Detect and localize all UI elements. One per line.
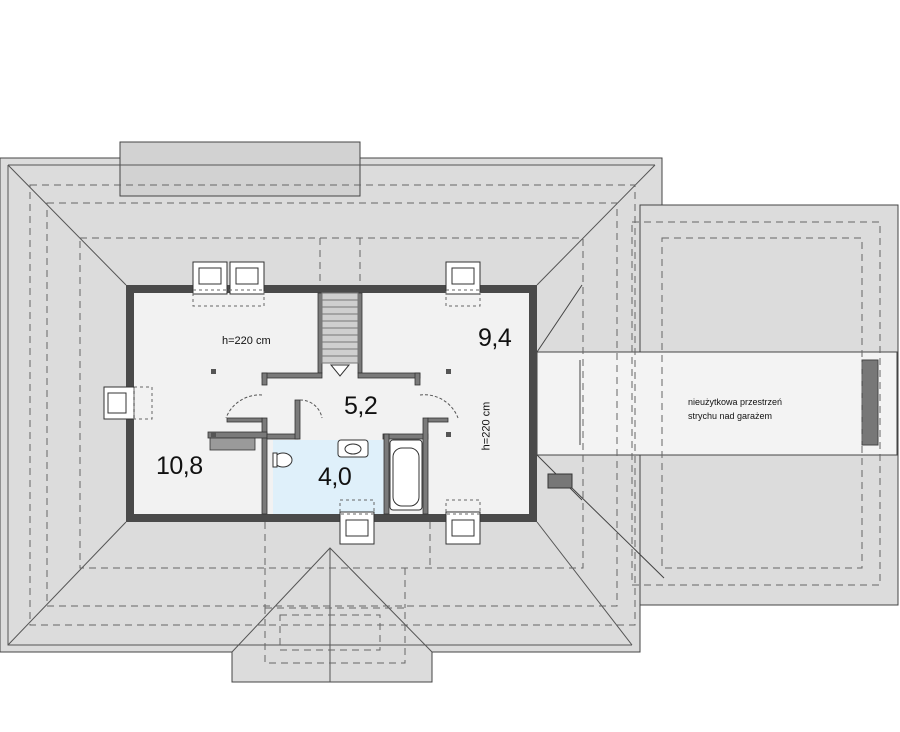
roof-window-dashes: [133, 289, 481, 515]
interior: [126, 285, 537, 522]
area-room-right: 9,4: [478, 324, 512, 352]
area-room-left: 10,8: [156, 452, 203, 480]
bathroom-fixtures: [272, 439, 423, 511]
area-hall: 5,2: [344, 392, 378, 420]
height-note-horizontal: h=220 cm: [222, 335, 271, 347]
attic-note-line2: strychu nad garażem: [688, 411, 773, 421]
column-markers: [211, 369, 451, 437]
inner-walls: [207, 292, 449, 515]
garage-vent: [547, 473, 573, 489]
garage-hip-line: [571, 487, 665, 579]
roof-windows: [103, 261, 481, 545]
attic-note-line1: nieużytkowa przestrzeń: [688, 397, 783, 407]
attic-note: nieużytkowa przestrzeń strychu nad garaż…: [688, 395, 782, 423]
height-note-vertical: h=220 cm: [480, 401, 493, 451]
door-swings: [225, 394, 459, 419]
area-bathroom: 4,0: [318, 463, 352, 491]
staircase: [321, 292, 359, 377]
